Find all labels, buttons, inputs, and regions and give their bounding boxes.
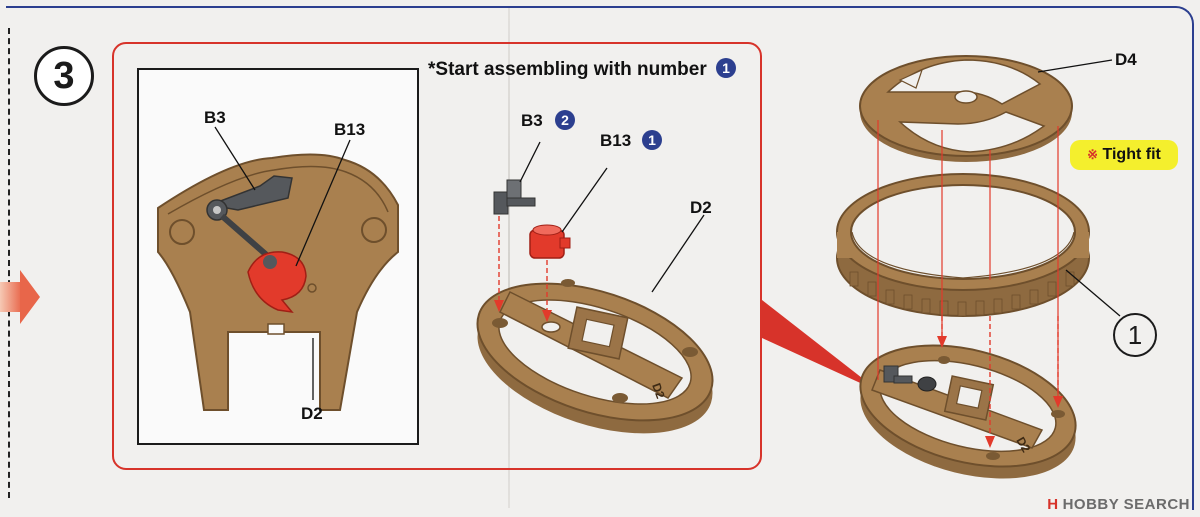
middle-badge-b13-order: 1	[642, 130, 662, 150]
watermark-logo-icon: H	[1047, 496, 1059, 513]
middle-part-marking: D2	[649, 381, 668, 401]
right-label-d4: D4	[1115, 50, 1137, 69]
instruction-order-badge: 1	[716, 58, 737, 78]
detail-part-b13	[247, 251, 307, 314]
detail-label-d2: D2	[301, 404, 323, 423]
tight-fit-note: ※ Tight fit	[1070, 140, 1178, 170]
detail-part-b3	[207, 175, 293, 211]
tight-fit-text: Tight fit	[1102, 146, 1161, 163]
sub-step-badge: 1	[1113, 313, 1157, 357]
detail-label-b13: B13	[334, 120, 366, 139]
middle-part-d2	[476, 279, 714, 434]
right-part-d2	[859, 344, 1077, 479]
middle-part-b13	[529, 224, 571, 259]
step-panel	[112, 42, 762, 470]
middle-label-b3: B3	[521, 111, 543, 130]
middle-label-d2: D2	[690, 198, 712, 217]
middle-part-b3	[493, 179, 536, 215]
instruction-text: *Start assembling with number	[428, 59, 707, 80]
right-part-ring	[836, 173, 1090, 317]
step-number-badge: 3	[34, 46, 94, 106]
dashed-margin-rule	[8, 28, 10, 498]
middle-label-b13: B13	[600, 131, 632, 150]
detail-label-b3: B3	[204, 108, 226, 127]
tight-fit-mark: ※	[1087, 147, 1099, 162]
page-frame	[6, 6, 1194, 510]
page-fold-line	[508, 8, 510, 508]
middle-badge-b3-order: 2	[555, 110, 575, 130]
right-part-d4	[859, 55, 1073, 162]
assembly-instruction: *Start assembling with number 1	[428, 58, 737, 81]
flow-arrow-icon	[0, 270, 40, 324]
right-part-marking: D2	[1013, 435, 1033, 456]
watermark-text: HOBBY SEARCH	[1062, 496, 1190, 513]
